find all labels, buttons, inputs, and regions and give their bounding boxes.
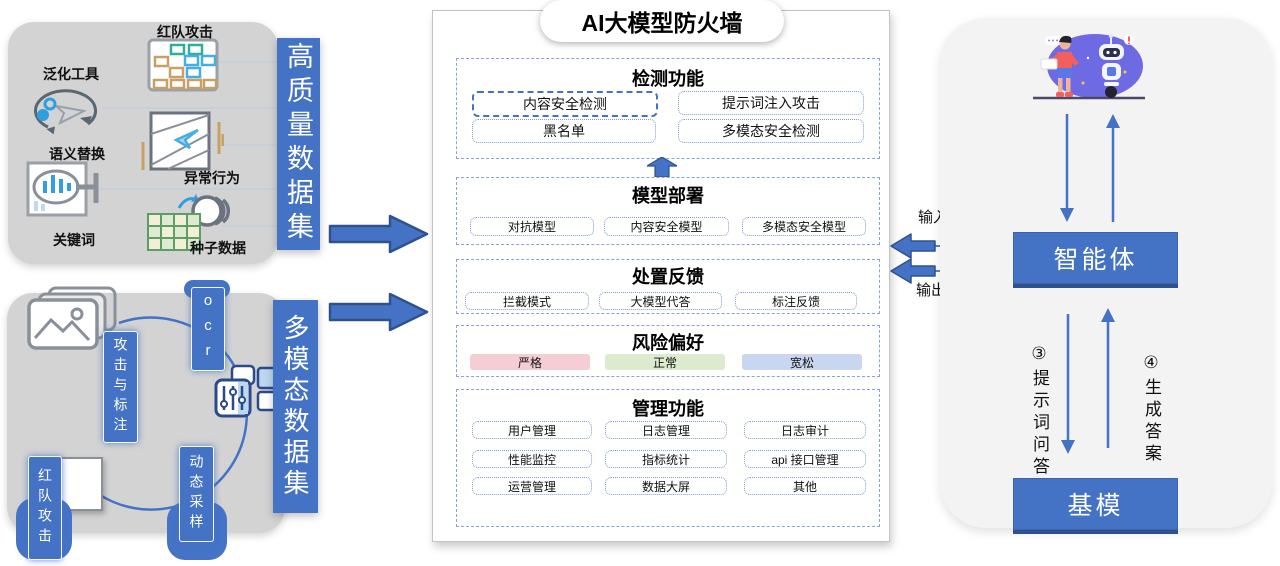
seed-data-grid-db-icon xyxy=(147,194,231,251)
section-title: 处置反馈 xyxy=(632,267,704,287)
pill-ocr: ocr xyxy=(191,287,225,371)
section-detection: 检测功能 内容安全检测 提示词注入攻击 黑名单 多模态安全检测 xyxy=(456,58,880,159)
section-title: 模型部署 xyxy=(632,186,704,206)
item-prompt-injection-attack: 提示词注入攻击 xyxy=(678,91,864,115)
agent-box: 智能体 xyxy=(1013,232,1178,284)
user-agent-arrows xyxy=(1060,114,1120,222)
firewall-title: AI大模型防火墙 xyxy=(540,0,784,42)
keyword-label: 关键词 xyxy=(53,232,95,248)
connector-line xyxy=(102,107,280,109)
connector-line xyxy=(98,188,280,190)
deploy-to-detection-arrow xyxy=(647,157,677,177)
section-model-deployment: 模型部署 对抗模型 内容安全模型 多模态安全模型 xyxy=(456,177,880,245)
cycle-arc xyxy=(99,316,249,511)
item-log-audit: 日志审计 xyxy=(744,421,866,439)
multimodal-to-firewall-arrow xyxy=(328,292,429,332)
panels-sliders-icon xyxy=(214,364,278,418)
item-blacklist: 黑名单 xyxy=(472,119,656,143)
prompt-qa-label: ③提示词问答 xyxy=(1030,343,1049,479)
item-operation-management: 运营管理 xyxy=(472,477,592,495)
generalization-loop-icon xyxy=(34,89,97,135)
section-risk-preference: 风险偏好 严格 正常 宽松 xyxy=(456,325,880,377)
chip-strict: 严格 xyxy=(470,354,590,370)
item-metric-statistics: 指标统计 xyxy=(605,450,727,468)
item-api-interface-management: api 接口管理 xyxy=(744,450,866,468)
chip-loose: 宽松 xyxy=(742,354,862,370)
connector-line xyxy=(222,225,280,227)
semantic-replace-magnifier-icon xyxy=(26,161,99,217)
connector-line xyxy=(212,144,280,146)
firewall-panel: 检测功能 内容安全检测 提示词注入攻击 黑名单 多模态安全检测 模型部署 对抗模… xyxy=(432,10,890,542)
multimodal-dataset-bar: 多模态数据集 xyxy=(273,300,318,513)
connector-line xyxy=(218,61,280,63)
item-other: 其他 xyxy=(744,477,866,495)
section-disposal-feedback: 处置反馈 拦截模式 大模型代答 标注反馈 xyxy=(456,259,880,314)
item-adversarial-model: 对抗模型 xyxy=(470,217,594,236)
item-content-safety-model: 内容安全模型 xyxy=(604,217,729,236)
agent-basemodel-arrows xyxy=(1061,308,1115,454)
section-title: 检测功能 xyxy=(632,69,704,89)
semantic-replace-label: 语义替换 xyxy=(49,146,105,162)
pill-red-team-attack: 红队攻击 xyxy=(28,456,62,560)
pill-dynamic-sampling: 动态采样 xyxy=(179,446,214,542)
item-multimodal-safety-model: 多模态安全模型 xyxy=(742,217,866,236)
item-user-management: 用户管理 xyxy=(472,421,592,439)
item-content-safety-detection: 内容安全检测 xyxy=(472,91,658,117)
section-management: 管理功能 用户管理 日志管理 日志审计 性能监控 指标统计 api 接口管理 运… xyxy=(456,389,880,527)
section-title: 管理功能 xyxy=(632,399,704,419)
red-team-grid-icon xyxy=(147,38,219,92)
seed-data-label: 种子数据 xyxy=(190,240,246,256)
item-intercept-mode: 拦截模式 xyxy=(465,292,589,310)
generalization-tool-label: 泛化工具 xyxy=(43,66,99,82)
human-robot-illustration xyxy=(1033,34,1145,100)
high-quality-dataset-bar: 高质量数据集 xyxy=(277,38,320,250)
dataset-to-firewall-arrow xyxy=(328,214,429,254)
section-title: 风险偏好 xyxy=(632,333,704,353)
item-data-dashboard: 数据大屏 xyxy=(605,477,727,495)
item-multimodal-safety-detection: 多模态安全检测 xyxy=(678,119,864,143)
item-annotation-feedback: 标注反馈 xyxy=(735,292,857,310)
base-model-box: 基模 xyxy=(1013,478,1178,530)
abnormal-behavior-icon xyxy=(141,111,224,171)
photos-stack-icon xyxy=(27,286,117,350)
item-log-management: 日志管理 xyxy=(605,421,727,439)
generate-answer-label: ④生成答案 xyxy=(1142,352,1161,466)
abnormal-behavior-label: 异常行为 xyxy=(184,170,240,186)
item-performance-monitoring: 性能监控 xyxy=(472,450,592,468)
item-llm-answer-proxy: 大模型代答 xyxy=(599,292,722,310)
chip-normal: 正常 xyxy=(605,354,725,370)
pill-attack-annotation: 攻击与标注 xyxy=(103,331,138,443)
red-team-attack-label: 红队攻击 xyxy=(157,24,213,40)
